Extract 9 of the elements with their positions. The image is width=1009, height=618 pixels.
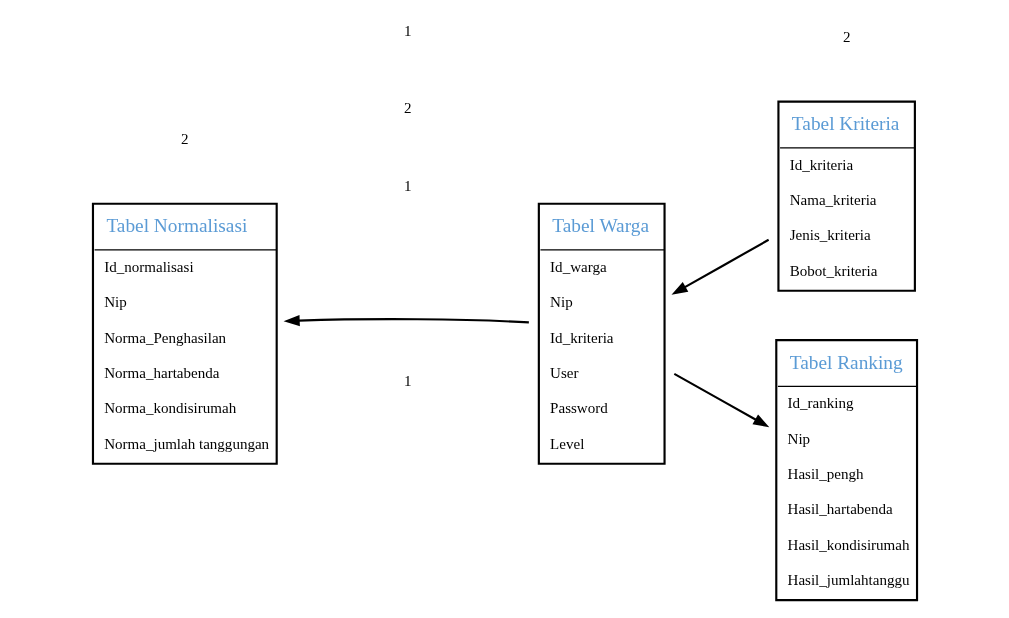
label: 2 — [403, 100, 412, 117]
label: 2 — [180, 131, 189, 148]
label: 1 — [403, 177, 412, 194]
label: 1 — [403, 373, 412, 390]
label: 2 — [842, 29, 850, 46]
arrow — [283, 314, 529, 327]
arrow — [670, 238, 769, 295]
label: 1 — [403, 22, 412, 39]
arrow — [673, 373, 769, 428]
